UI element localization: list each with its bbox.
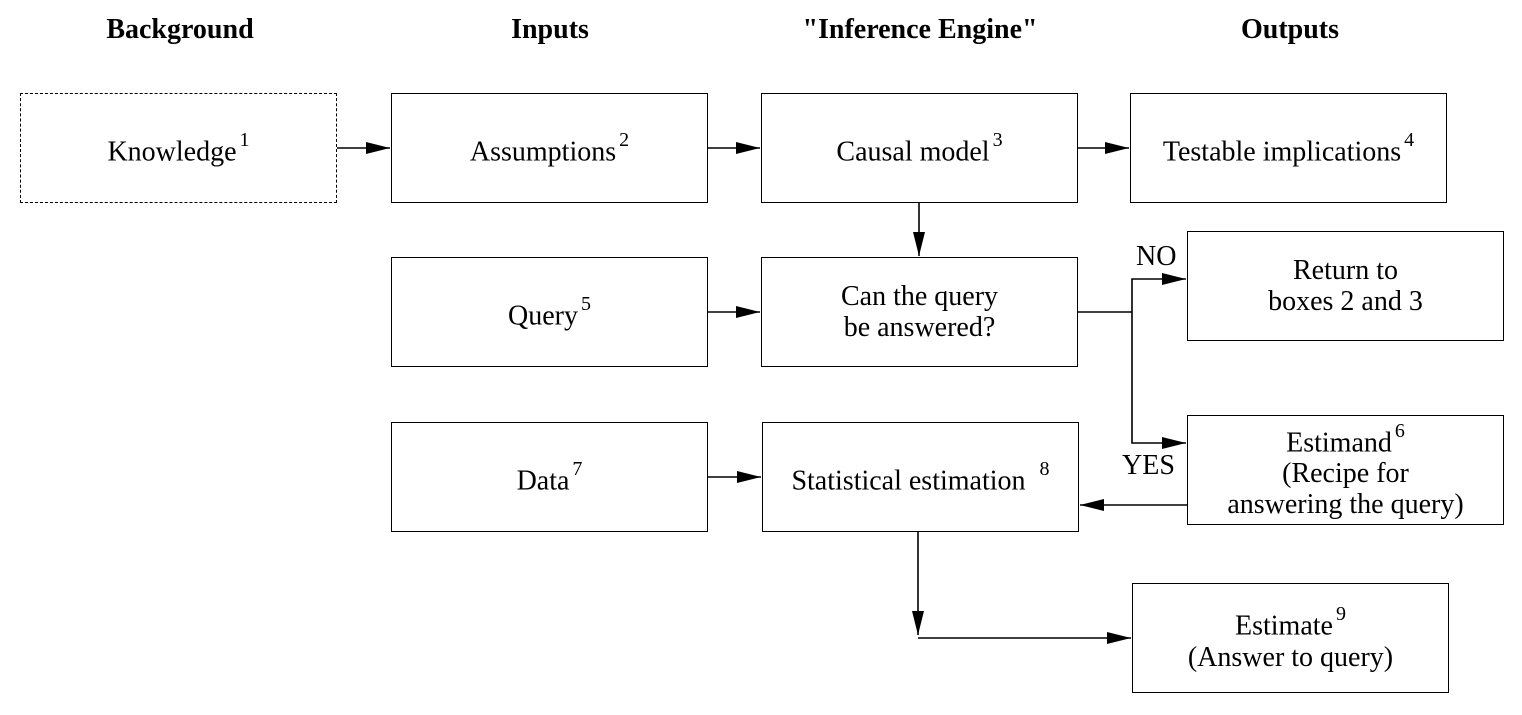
assumptions-label: Assumptions [469,136,617,168]
assumptions-number: 2 [619,128,630,151]
return-box: Return to boxes 2 and 3 [1187,231,1504,341]
data-label: Data [516,465,570,497]
estimate-label: Estimate [1235,610,1333,642]
column-header-background: Background [106,14,254,45]
testable-implications-label: Testable implications [1162,136,1402,168]
query-number: 5 [580,292,591,315]
column-header-outputs: Outputs [1240,14,1340,45]
column-header-inference-engine: "Inference Engine" [802,14,1038,45]
can-query-box: Can the query be answered? [761,257,1078,367]
estimate-number: 9 [1335,603,1346,626]
statistical-estimation-box: Statistical estimation 8 [762,422,1079,532]
estimand-number: 6 [1394,419,1405,442]
statistical-estimation-number: 8 [1039,457,1050,480]
can-query-line-1: Can the query [840,281,999,312]
causal-model-number: 3 [992,128,1003,151]
testable-implications-number: 4 [1404,128,1415,151]
column-header-inputs: Inputs [511,14,589,45]
knowledge-number: 1 [239,128,250,151]
branch-label-yes: YES [1122,450,1175,481]
return-line-2: boxes 2 and 3 [1268,286,1423,317]
knowledge-label: Knowledge [107,136,237,168]
estimand-label: Estimand [1286,427,1392,459]
arrow-yes-to-estimand [1131,312,1186,449]
data-number: 7 [572,457,583,480]
can-query-line-2: be answered? [843,312,996,343]
estimate-line-2: (Answer to query) [1187,641,1394,673]
estimand-line-2: (Recipe for [1282,458,1409,490]
return-line-1: Return to [1292,255,1398,286]
causal-model-label: Causal model [836,136,990,168]
query-label: Query [508,300,578,332]
statistical-estimation-label: Statistical estimation [791,465,1026,497]
branch-label-no: NO [1136,241,1177,272]
arrow-no-to-return [1131,273,1186,312]
estimand-line-3: answering the query) [1227,489,1464,521]
